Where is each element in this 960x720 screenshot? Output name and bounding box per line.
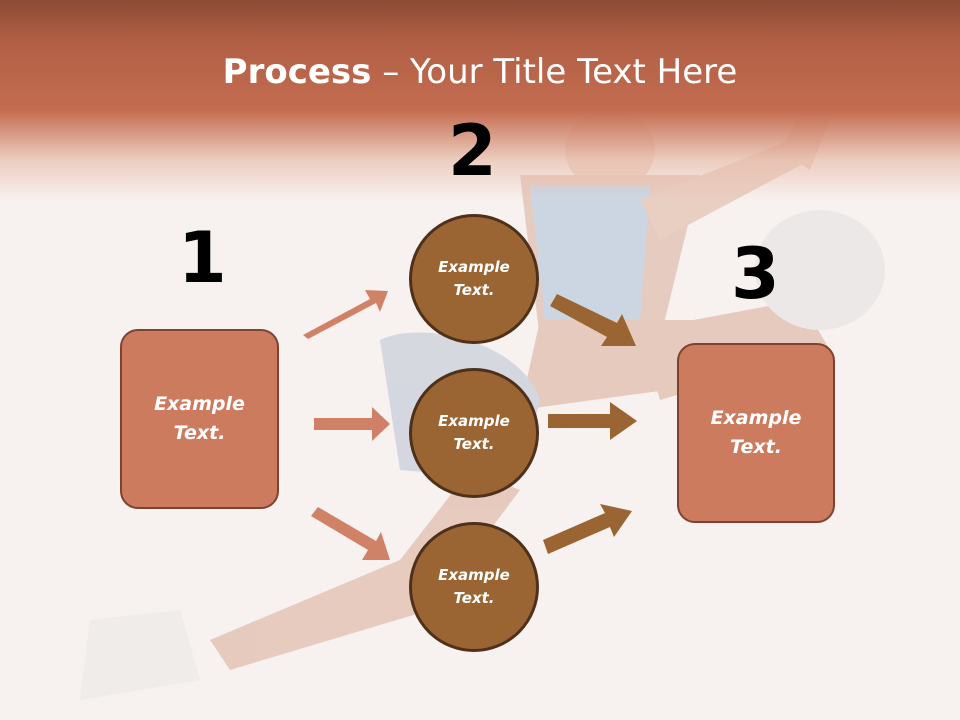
circle-bottom-text: Example Text. (438, 566, 510, 607)
title-separator: – (371, 52, 411, 92)
slide-title: Process – Your Title Text Here (0, 52, 960, 92)
step-number-2: 2 (448, 110, 497, 192)
step-2-circle-middle: Example Text. (409, 368, 539, 498)
step-number-3: 3 (731, 233, 780, 315)
step-3-box: Example Text. (677, 343, 835, 523)
step-number-1: 1 (178, 217, 227, 299)
step-2-circle-bottom: Example Text. (409, 522, 539, 652)
step-3-text: Example Text. (710, 407, 802, 458)
step-1-box: Example Text. (120, 329, 279, 509)
step-1-text: Example Text. (154, 393, 245, 444)
title-bold: Process (222, 52, 372, 92)
step-2-circle-top: Example Text. (409, 214, 539, 344)
arrow-box1-to-circle-bottom (311, 507, 390, 560)
arrow-circle-top-to-box3 (550, 294, 636, 346)
arrow-box1-to-circle-top (303, 290, 388, 339)
arrow-circle-bottom-to-box3 (543, 504, 632, 554)
circle-middle-text: Example Text. (438, 412, 510, 453)
title-rest: Your Title Text Here (410, 52, 738, 92)
header-band (0, 0, 960, 200)
arrow-circle-middle-to-box3 (548, 402, 637, 440)
arrow-box1-to-circle-middle (314, 407, 390, 441)
circle-top-text: Example Text. (438, 258, 510, 299)
